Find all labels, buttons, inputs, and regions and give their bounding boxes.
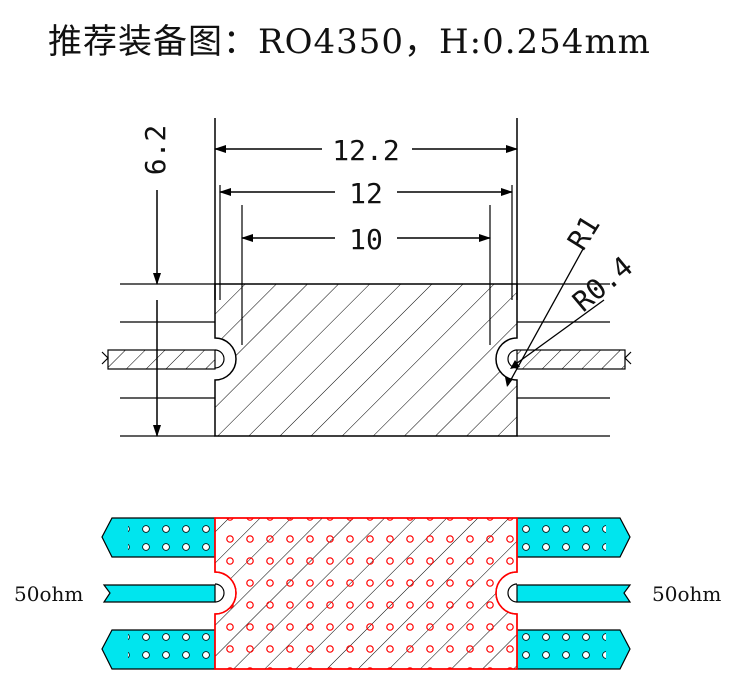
dimension-width-mid: 12 <box>349 177 383 210</box>
vias-left-top <box>128 521 212 555</box>
drawing-title: 推荐装备图：RO4350，H:0.254mm <box>48 22 651 62</box>
leader-r1-arrow <box>505 377 513 387</box>
dimension-width-outer: 12.2 <box>332 134 399 167</box>
dimension-width-inner: 10 <box>349 223 383 256</box>
leader-r04-arrow <box>510 360 520 369</box>
right-signal-trace <box>516 349 626 370</box>
left-impedance-label: 50ohm <box>14 582 83 606</box>
notch-top-left <box>214 583 225 603</box>
component-body-section <box>214 283 518 437</box>
cross-section-view: 12.2 12 10 6.2 <box>101 118 639 437</box>
left-signal-trace <box>107 349 216 370</box>
vias-right-top <box>522 521 606 555</box>
vias-left-bottom <box>128 633 212 667</box>
leader-r1 <box>507 248 584 386</box>
break-mark-right <box>624 351 632 365</box>
component-body-vias <box>215 518 517 669</box>
top-view: 50ohm 50ohm <box>14 517 721 670</box>
break-mark-left <box>101 351 109 365</box>
signal-line-right <box>516 584 632 603</box>
component-body-outline <box>214 517 518 670</box>
radius-large-label: R1 <box>561 210 607 256</box>
notch-inner-left <box>214 349 225 369</box>
leader-r04 <box>512 299 605 367</box>
signal-line-left <box>102 584 216 603</box>
right-impedance-label: 50ohm <box>652 582 721 606</box>
vias-right-bottom <box>522 633 606 667</box>
dimension-height: 6.2 <box>139 125 172 176</box>
notch-top-right <box>507 583 518 603</box>
